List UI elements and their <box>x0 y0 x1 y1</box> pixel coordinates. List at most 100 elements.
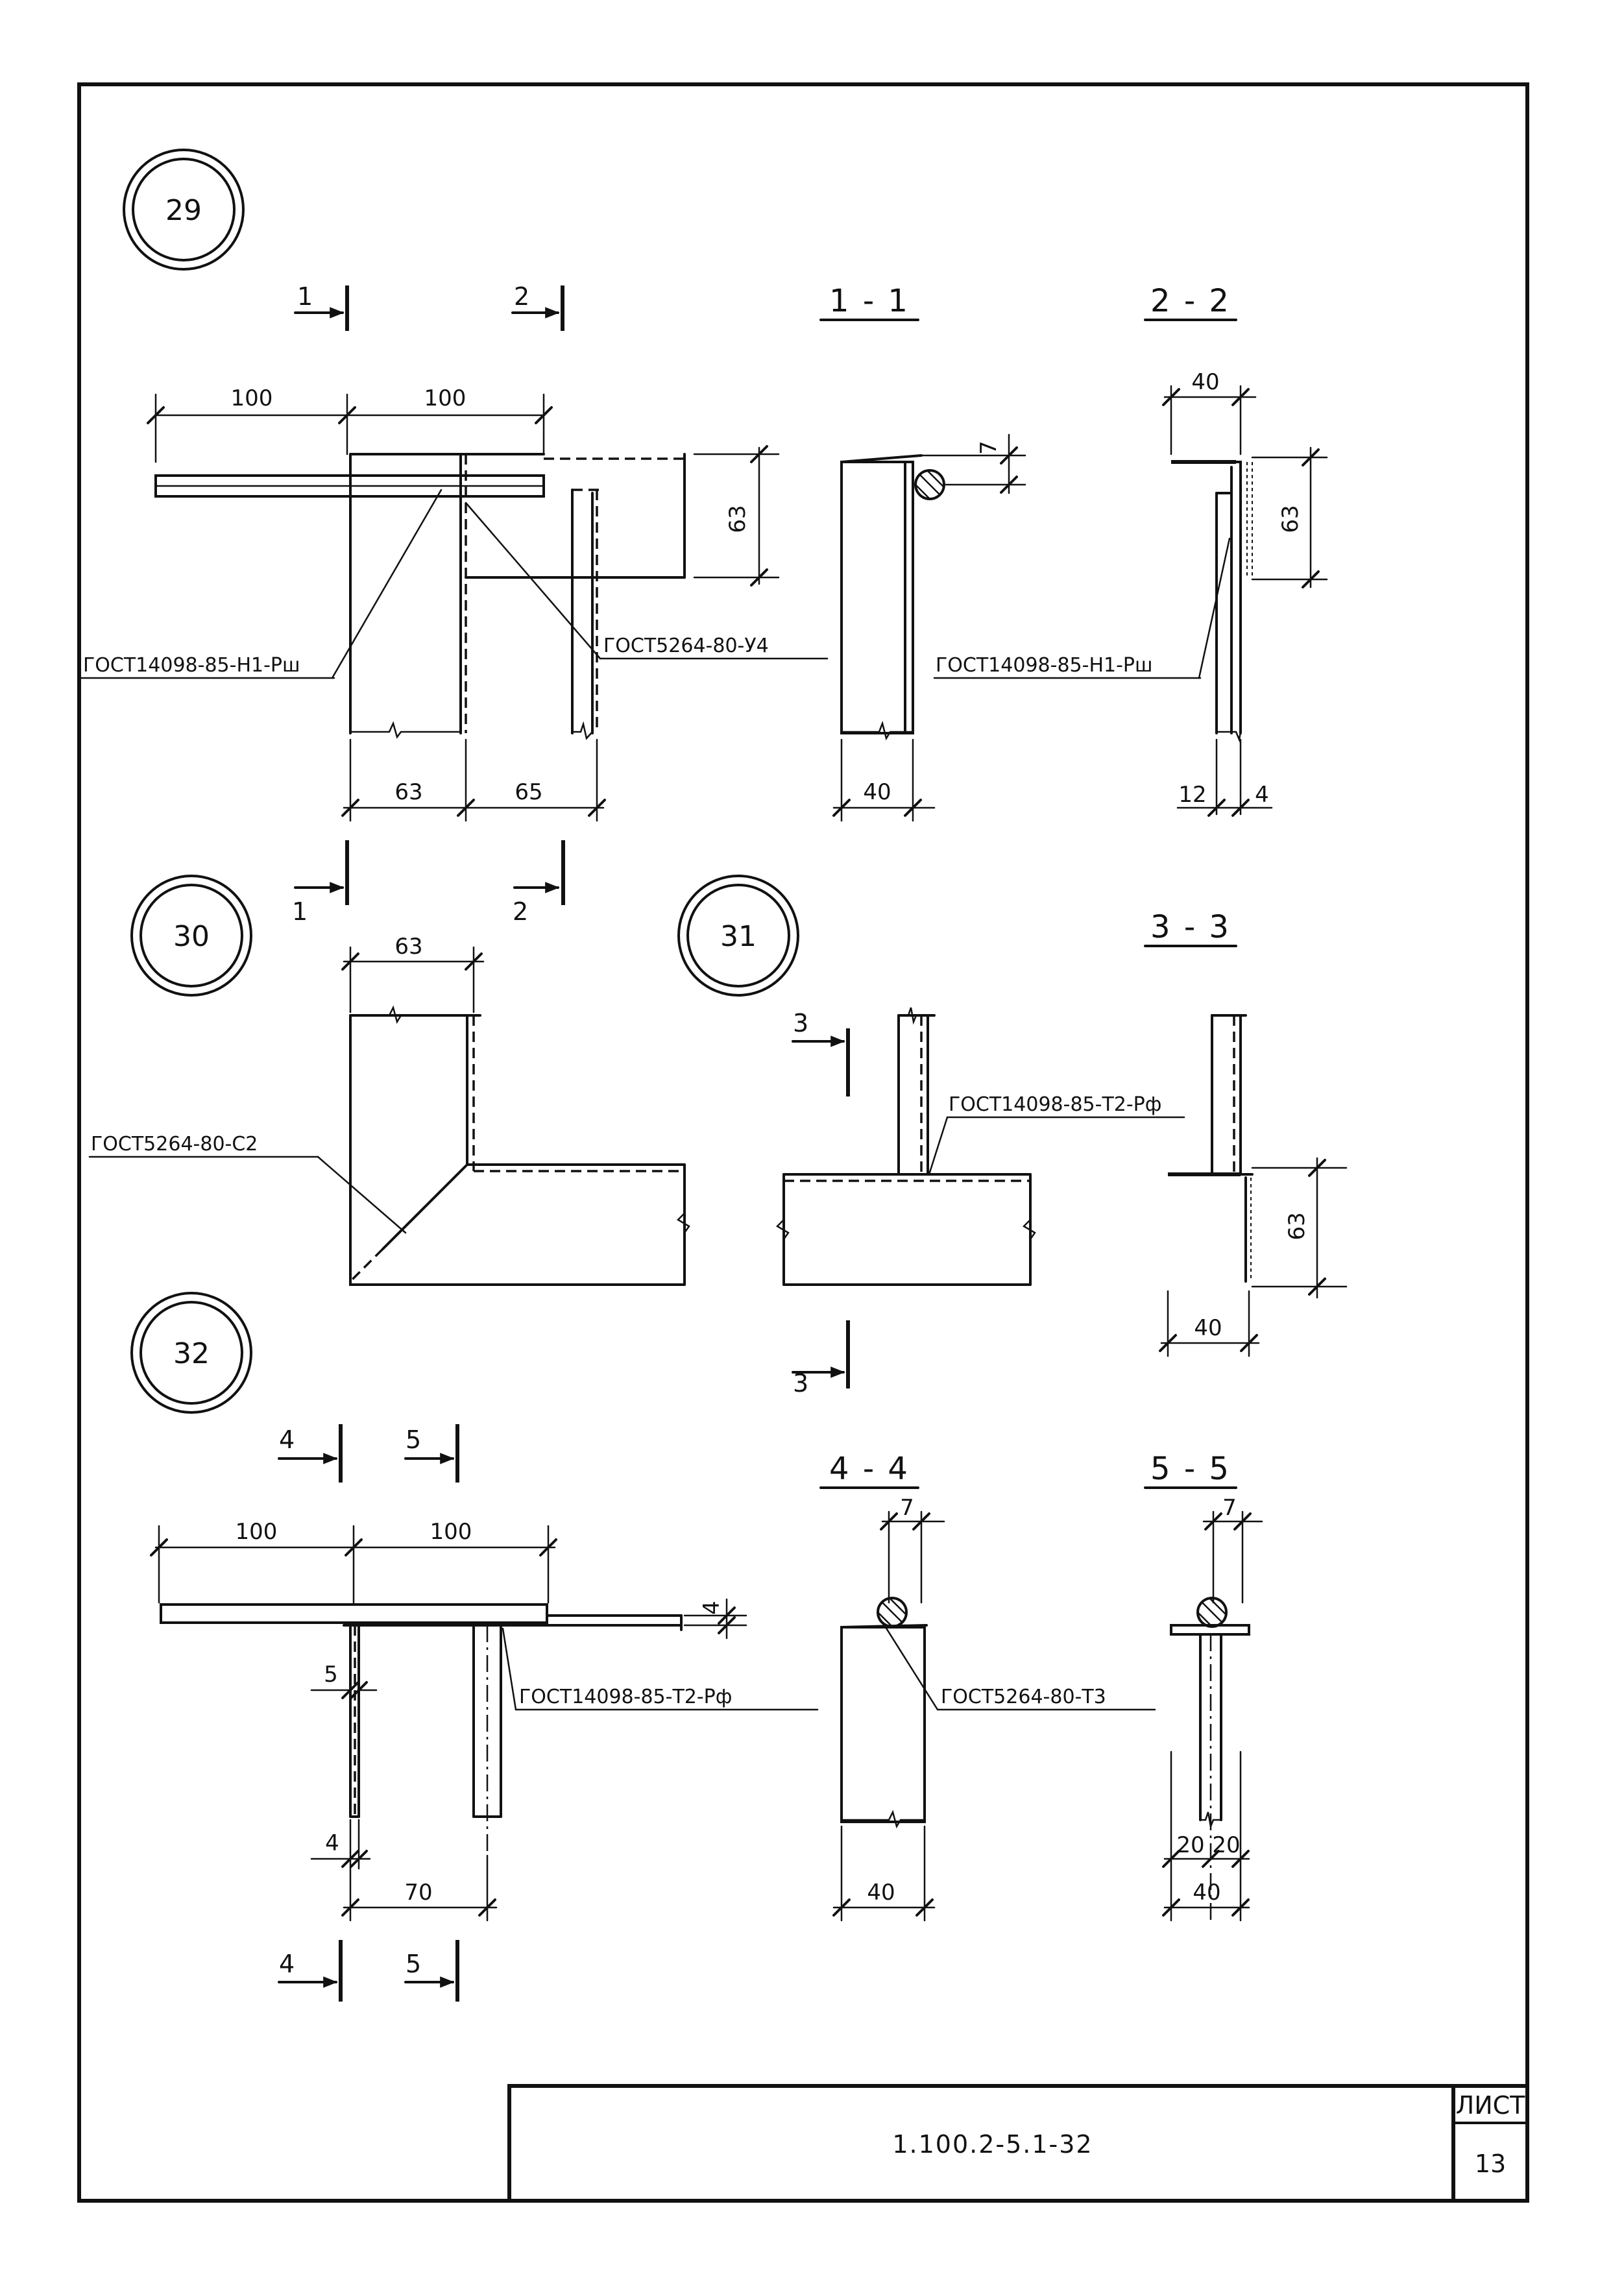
cut-mark-1-top: 1 <box>294 282 349 331</box>
cut-mark-2-bottom: 2 <box>513 840 565 926</box>
weld-callout-29-right: ГОСТ5264-80-У4 <box>465 502 829 660</box>
dim-20-a: 20 <box>1176 1832 1204 1858</box>
cut-label-4: 4 <box>279 1425 295 1454</box>
weld-callout-31: ГОСТ14098-85-Т2-Рф <box>928 1093 1185 1176</box>
sheet-label: ЛИСТ <box>1456 2091 1526 2120</box>
section-3-3: 3 - 3 63 40 <box>1144 909 1348 1357</box>
section-2-2-dim-63: 63 <box>1251 446 1328 588</box>
cut-mark-4-bottom: 4 <box>278 1940 343 2002</box>
section-2-2-dims-bottom: 12 4 <box>1176 738 1273 817</box>
drawing-code: 1.100.2-5.1-32 <box>892 2130 1093 2159</box>
dim-63-vert: 63 <box>725 505 751 533</box>
dim-7-sec55: 7 <box>1222 1495 1237 1521</box>
weld-callout-29-left: ГОСТ14098-85-Н1-Рш <box>78 489 442 679</box>
dim-20-b: 20 <box>1212 1832 1240 1858</box>
section-5-5-dims-bottom: 20 20 40 <box>1162 1832 1250 1917</box>
section-5-5-dim-7: 7 <box>1202 1495 1263 1604</box>
weld-label-32: ГОСТ14098-85-Т2-Рф <box>519 1686 732 1708</box>
rebar-bar-32 <box>160 1603 548 1624</box>
dimension-29-bottom: 63 65 <box>341 738 606 822</box>
section-5-5: 5 - 5 7 20 20 40 <box>1144 1451 1263 1922</box>
cut-mark-3-bottom: 3 <box>792 1320 850 1398</box>
detail-29-badge: 29 <box>123 149 245 271</box>
dim-12: 12 <box>1178 782 1206 808</box>
dim-100-c: 100 <box>236 1519 278 1545</box>
dim-4-plate: 4 <box>699 1601 725 1615</box>
cut-label-2: 2 <box>514 282 529 311</box>
dim-63-bottom: 63 <box>394 779 422 805</box>
section-3-3-title: 3 - 3 <box>1150 909 1231 945</box>
section-4-4-dim-7: 7 <box>880 1495 945 1604</box>
cut-label-2b: 2 <box>513 897 528 926</box>
dimension-30-top: 63 <box>341 934 485 1013</box>
cut-mark-4-top: 4 <box>278 1424 343 1483</box>
detail-29-number: 29 <box>165 194 202 227</box>
section-2-2: 2 - 2 40 63 ГОСТ14098-8 <box>933 283 1328 817</box>
sheet-frame <box>77 82 1529 2203</box>
dim-100-d: 100 <box>430 1519 472 1545</box>
section-2-2-dim-40: 40 <box>1162 369 1257 455</box>
cut-mark-1-bottom: 1 <box>292 840 349 926</box>
cut-label-5: 5 <box>406 1425 421 1454</box>
section-2-2-title: 2 - 2 <box>1150 283 1231 319</box>
section-3-3-dim-40: 40 <box>1159 1290 1260 1357</box>
cut-label-5b: 5 <box>406 1950 421 1978</box>
weld-label-31: ГОСТ14098-85-Т2-Рф <box>949 1093 1161 1116</box>
section-1-1-dim-7: 7 <box>920 433 1026 494</box>
section-4-4: 4 - 4 7 ГОСТ5264-80-Т3 40 <box>819 1451 1156 1922</box>
detail-30-number: 30 <box>173 920 210 953</box>
dimension-32-plate: 4 <box>683 1598 747 1640</box>
section-1-1: 1 - 1 7 40 <box>819 283 1026 822</box>
detail-31: 31 3 3 ГОСТ14098-85-Т2-Рф <box>677 875 1185 1398</box>
section-3-3-dim-63: 63 <box>1251 1157 1348 1299</box>
title-block: 1.100.2-5.1-32 ЛИСТ 13 <box>507 2084 1529 2203</box>
dimension-32-bottom: 4 70 <box>310 1819 498 1922</box>
dim-100-a: 100 <box>231 385 273 411</box>
detail-32-badge: 32 <box>130 1292 252 1414</box>
dim-4: 4 <box>1255 782 1269 808</box>
cut-mark-2-top: 2 <box>511 282 564 331</box>
section-4-4-dim-40: 40 <box>832 1825 936 1922</box>
detail-31-number: 31 <box>720 920 757 953</box>
dim-63-sec33: 63 <box>1284 1212 1310 1240</box>
dim-63-sec22: 63 <box>1278 505 1303 533</box>
dim-70: 70 <box>404 1880 432 1906</box>
section-5-5-title: 5 - 5 <box>1150 1451 1231 1487</box>
dim-5: 5 <box>324 1662 338 1688</box>
dim-4-bottom: 4 <box>325 1830 339 1856</box>
cut-mark-3-top: 3 <box>792 1009 850 1096</box>
cut-label-1b: 1 <box>292 897 308 926</box>
cut-mark-5-bottom: 5 <box>404 1940 459 2002</box>
dim-7: 7 <box>976 441 1002 455</box>
weld-label-29-right: ГОСТ5264-80-У4 <box>603 635 769 657</box>
dim-40-top: 40 <box>1191 369 1219 395</box>
section-1-1-title: 1 - 1 <box>829 283 910 319</box>
cut-label-3: 3 <box>793 1009 808 1037</box>
dim-40: 40 <box>863 779 891 805</box>
weld-label-29-left: ГОСТ14098-85-Н1-Рш <box>83 654 300 677</box>
dim-40-sec55: 40 <box>1193 1880 1220 1906</box>
dim-100-b: 100 <box>424 385 467 411</box>
section-4-4-title: 4 - 4 <box>829 1451 910 1487</box>
dim-7-sec44: 7 <box>900 1495 914 1521</box>
section-1-1-dim-40: 40 <box>832 738 936 822</box>
dim-40-sec33: 40 <box>1194 1315 1222 1341</box>
detail-31-badge: 31 <box>677 875 799 997</box>
detail-30-badge: 30 <box>130 875 252 997</box>
detail-29: 29 1 2 100 100 <box>78 149 829 926</box>
weld-callout-32: ГОСТ14098-85-Т2-Рф <box>502 1627 819 1711</box>
detail-30: 30 63 ГОСТ5264-80-С2 <box>88 875 690 1286</box>
cut-mark-5-top: 5 <box>404 1424 459 1483</box>
weld-label-30: ГОСТ5264-80-С2 <box>91 1133 258 1156</box>
weld-callout-4-4: ГОСТ5264-80-Т3 <box>884 1626 1156 1711</box>
dim-40-sec44: 40 <box>867 1880 895 1906</box>
weld-callout-2-2: ГОСТ14098-85-Н1-Рш <box>933 537 1231 679</box>
sheet-number: 13 <box>1475 2150 1506 2178</box>
detail-32-number: 32 <box>173 1337 210 1370</box>
dimension-32-top: 100 100 <box>150 1519 557 1604</box>
cut-label-1: 1 <box>297 282 313 311</box>
cut-label-4b: 4 <box>279 1950 295 1978</box>
weld-callout-30: ГОСТ5264-80-С2 <box>88 1133 407 1234</box>
